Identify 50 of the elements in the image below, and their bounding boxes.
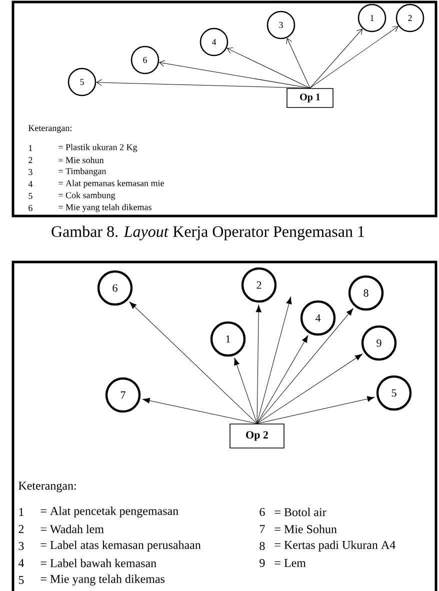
legend-text: 7 xyxy=(260,525,265,533)
legend-text: = Label atas kemasan perusahaan xyxy=(40,540,201,552)
legend-text: = Alat pencetak pengemasan xyxy=(40,506,178,518)
arrow xyxy=(256,304,262,424)
legend-text: Keterangan: xyxy=(28,125,72,133)
legend-text: 6 xyxy=(28,204,32,212)
arrow xyxy=(256,296,292,424)
legend-text: 1 xyxy=(28,145,32,151)
legend-text: = Mie Sohun xyxy=(274,524,337,534)
caption: Gambar 8. Layout Kerja Operator Pengemasan 1 xyxy=(52,226,364,240)
legend-text: 8 xyxy=(260,542,265,550)
arrow xyxy=(96,79,310,88)
legend-text: Keterangan: xyxy=(18,482,76,492)
operator-box: Op 1 xyxy=(286,88,334,108)
arrow xyxy=(159,60,310,88)
legend-text: 3 xyxy=(28,168,32,176)
legend-text: = Alat pemanas kemasan mie xyxy=(58,180,164,188)
legend-text: = Mie sohun xyxy=(58,156,104,164)
legend-text: 2 xyxy=(28,157,32,163)
legend-text: = Wadah lem xyxy=(40,524,104,534)
arrow xyxy=(234,358,258,424)
legend-text: = Lem xyxy=(274,559,306,567)
legend-text: 5 xyxy=(28,193,32,199)
legend-text: = Label bawah kemasan xyxy=(40,558,156,568)
legend-text: 9 xyxy=(260,558,265,568)
arrow xyxy=(142,398,258,424)
legend-text: 5 xyxy=(18,576,24,584)
arrow xyxy=(256,335,308,424)
legend-text: 1 xyxy=(19,508,24,516)
legend-text: 3 xyxy=(18,542,24,550)
arrow xyxy=(256,308,354,424)
legend-text: 4 xyxy=(18,559,24,567)
arrow xyxy=(256,354,362,424)
legend-text: = Botol air xyxy=(274,508,326,516)
arrow xyxy=(256,396,374,424)
legend-text: = Timbangan xyxy=(58,168,106,176)
legend-text: = Kertas padi Ukuran A4 xyxy=(274,540,396,552)
arrow xyxy=(226,48,310,88)
legend-text: 2 xyxy=(18,525,24,533)
legend-text: 6 xyxy=(260,508,265,516)
operator-box: Op 2 xyxy=(230,424,284,448)
legend-text: = Cok sambung xyxy=(58,192,116,200)
legend-text: = Plastik ukuran 2 Kg xyxy=(58,144,138,152)
legend-text: 4 xyxy=(28,181,33,187)
arrow xyxy=(310,26,398,88)
arrow xyxy=(129,302,258,424)
legend-text: = Mie yang telah dikemas xyxy=(58,204,152,212)
legend-text: = Mie yang telah dikemas xyxy=(40,574,165,586)
arrow xyxy=(310,28,363,88)
arrow xyxy=(286,38,310,88)
